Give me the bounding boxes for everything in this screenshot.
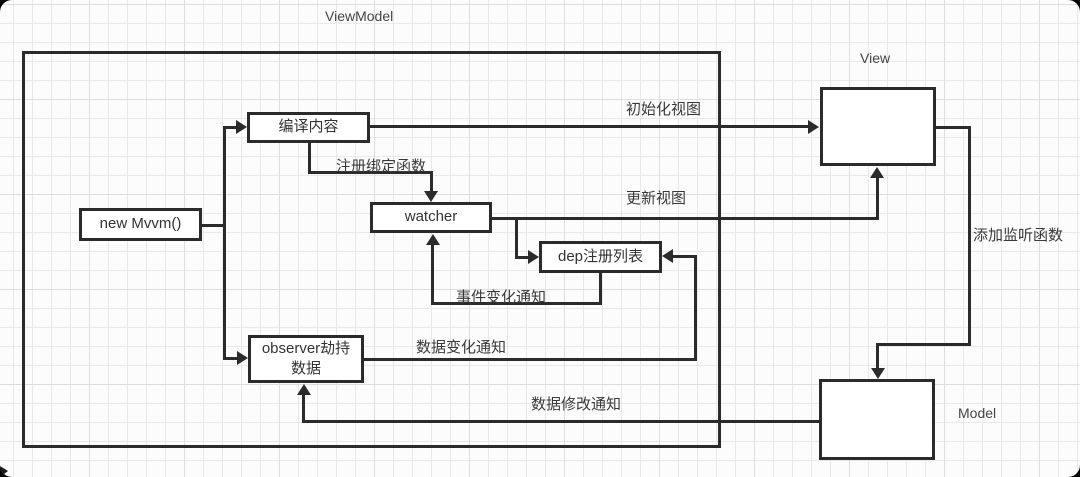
edge-event-change-across [431,302,602,305]
edge-label-data-modify: 数据修改通知 [531,396,622,413]
arrowhead-into-view-left [808,120,819,134]
edge-register-binding-across [308,171,433,174]
edge-label-register-binding: 注册绑定函数 [336,158,427,175]
edge-label-event-change: 事件变化通知 [456,289,547,306]
edge-add-listener-into-model [876,343,879,369]
viewmodel-container-label: ViewModel [325,8,394,24]
arrowhead-into-watcher-bottom [426,234,440,245]
cursor-artifact-bottom-left [0,466,8,477]
node-compile-content-label: 编译内容 [278,118,339,136]
node-dep-list: dep注册列表 [539,241,662,273]
edge-mvvm-to-observer-segment [223,357,238,360]
edge-data-change-across [364,358,697,361]
arrowhead-into-model-top [871,368,885,379]
viewmodel-container-box [22,51,721,448]
node-watcher-label: watcher [404,208,458,226]
node-observer-label-line2: 数据 [290,360,321,377]
arrowhead-into-watcher-top [424,191,438,202]
edge-watcher-to-dep-across [515,256,529,259]
edge-label-data-change: 数据变化通知 [416,339,507,356]
edge-register-binding-drop [430,171,433,191]
edge-update-view-rise [876,178,879,220]
node-model-label: Model [958,405,997,421]
edge-update-view-across [492,217,879,220]
edge-mvvm-branch-vertical [223,126,226,360]
arrowhead-into-view-bottom [870,167,884,178]
edge-watcher-to-dep-drop [515,217,518,259]
arrowhead-into-dep-left [528,250,539,264]
arrowhead-into-observer-bottom [297,384,311,395]
node-view [820,87,936,166]
edge-init-view-segment [370,125,808,128]
node-new-mvvm-label: new Mvvm() [99,215,182,233]
node-new-mvvm: new Mvvm() [79,208,202,241]
edge-data-change-rise [694,255,697,361]
edge-add-listener-drop [968,126,971,346]
node-dep-list-label: dep注册列表 [557,247,644,265]
edge-add-listener-out [936,126,971,129]
node-observer: observer劫持 数据 [248,335,364,383]
arrowhead-into-dep-right [662,249,673,263]
node-view-label: View [860,50,891,66]
arrowhead-into-compile [236,120,247,134]
edge-data-modify-across [302,420,819,423]
edge-mvvm-to-compile-segment [223,126,237,129]
node-observer-label-line1: observer劫持 [261,339,351,357]
cursor-artifact-bottom-right [1071,469,1080,477]
edge-label-init-view: 初始化视图 [626,101,702,118]
node-compile-content: 编译内容 [247,112,370,143]
arrowhead-into-observer [237,351,248,365]
edge-register-binding-down [308,143,311,174]
edge-mvvm-out-segment [202,224,226,227]
edge-label-update-view: 更新视图 [626,190,687,207]
edge-label-add-listener: 添加监听函数 [973,227,1064,244]
edge-event-change-drop [599,273,602,305]
edge-event-change-rise [431,245,434,305]
node-model [819,379,935,460]
edge-add-listener-across [876,343,971,346]
node-watcher: watcher [370,202,492,233]
edge-data-modify-rise [302,395,305,423]
edge-data-change-into-dep [673,255,697,258]
